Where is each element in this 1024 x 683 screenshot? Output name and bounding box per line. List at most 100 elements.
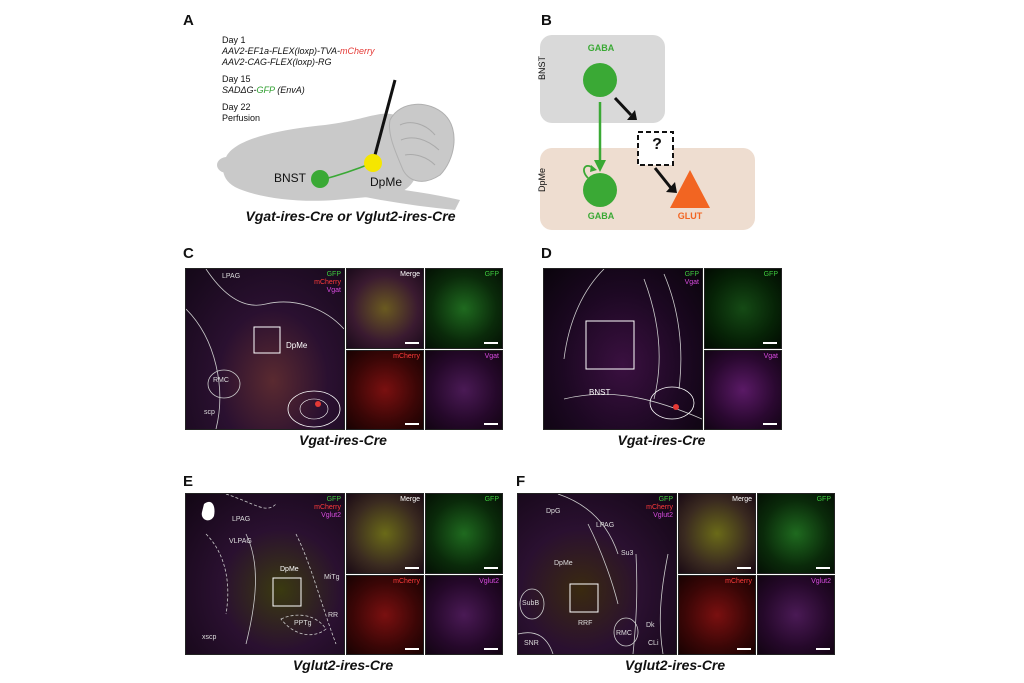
panel-f-main-image: GFP mCherry Vglut2 DpG LPAG Su3 DpMe RMC… [517, 493, 677, 655]
dpme-region-label: DpMe [537, 167, 547, 192]
f-channel-vglut: Vglut2 [653, 512, 673, 519]
day1-label: Day 1 [222, 35, 246, 45]
panel-f-caption: Vglut2-ires-Cre [624, 657, 726, 673]
gaba-label-bottom: GABA [587, 211, 615, 221]
panel-f-mcherry-inset: mCherry [678, 575, 756, 655]
panel-f-merge-inset: Merge [678, 493, 756, 574]
panel-e-merge-inset: Merge [346, 493, 424, 574]
bnst-gaba-neuron [583, 63, 617, 97]
scale-bar [405, 342, 419, 344]
scale-bar [405, 567, 419, 569]
c-channel-gfp: GFP [326, 271, 341, 278]
e-label-mitg: MiTg [324, 574, 340, 581]
panel-f-gfp-inset: GFP [757, 493, 835, 574]
panel-d-gfp-inset: GFP [704, 268, 782, 349]
panel-letter-a: A [183, 12, 194, 29]
panel-c-gfp-inset: GFP [425, 268, 503, 349]
panel-letter-d: D [541, 245, 552, 262]
c-label-dpme: DpMe [286, 341, 308, 350]
c-channel-vgat: Vgat [326, 287, 341, 294]
panel-d-main-image: GFP Vgat BNST [543, 268, 703, 430]
panel-d-caption: Vgat-ires-Cre [617, 432, 706, 448]
panel-f-roi-box [569, 583, 599, 613]
scale-bar [484, 423, 498, 425]
panel-c-main-image: LPAG GFP mCherry Vgat DpMe RMC scp [185, 268, 345, 430]
f-inset-vglut-label: Vglut2 [811, 578, 831, 585]
scale-bar [816, 648, 830, 650]
panel-letter-f: F [516, 473, 526, 490]
panel-d-roi-box [585, 320, 635, 370]
glut-label: GLUT [677, 211, 703, 221]
c-label-rmc: RMC [213, 377, 229, 384]
d-label-bnst: BNST [589, 388, 611, 397]
panel-c-caption: Vgat-ires-Cre [299, 432, 387, 448]
panel-e-gfp-inset: GFP [425, 493, 503, 574]
f-inset-mcherry-label: mCherry [725, 578, 752, 585]
e-inset-merge-label: Merge [400, 496, 420, 503]
f-label-rrf: RRF [578, 620, 593, 627]
c-inset-mcherry-label: mCherry [393, 353, 420, 360]
bnst-injection-site [311, 170, 329, 188]
d-channel-vgat: Vgat [684, 279, 699, 286]
panel-f-vglut-inset: Vglut2 [757, 575, 835, 655]
e-label-xscp: xscp [202, 634, 217, 641]
protocol-text: Day 1 AAV2-EF1a-FLEX(loxp)-TVA-mCherry A… [222, 35, 375, 124]
panel-letter-c: C [183, 245, 194, 262]
dpme-injection-site [364, 154, 382, 172]
f-label-dk: Dk [646, 622, 655, 629]
e-inset-vglut-label: Vglut2 [479, 578, 499, 585]
scale-bar [816, 567, 830, 569]
panel-e-mcherry-inset: mCherry [346, 575, 424, 655]
scale-bar [763, 423, 777, 425]
c-inset-gfp-label: GFP [484, 271, 499, 278]
panel-e-main-image: GFP mCherry Vglut2 LPAG VLPAG DpMe MiTg … [185, 493, 345, 655]
scale-bar [405, 423, 419, 425]
panel-d-vgat-inset: Vgat [704, 350, 782, 430]
virus2-label: AAV2-CAG-FLEX(loxp)-RG [222, 57, 332, 67]
e-label-pptg: PPTg [294, 620, 312, 627]
unknown-target-box [637, 131, 674, 166]
day15-label: Day 15 [222, 74, 251, 84]
brain-label-dpme: DpMe [370, 175, 403, 189]
panel-c-mcherry-inset: mCherry [346, 350, 424, 430]
c-inset-vgat-label: Vgat [484, 353, 499, 360]
gaba-label-top: GABA [587, 43, 615, 53]
scale-bar [737, 567, 751, 569]
c-channel-mcherry: mCherry [314, 279, 341, 286]
panel-c-vgat-inset: Vgat [425, 350, 503, 430]
e-label-rr: RR [328, 612, 339, 619]
e-label-dpme: DpMe [280, 566, 299, 573]
bnst-region-label: BNST [537, 55, 547, 80]
d-inset-gfp-label: GFP [763, 271, 778, 278]
e-inset-gfp-label: GFP [484, 496, 499, 503]
f-label-cli: CLi [648, 640, 659, 647]
e-inset-mcherry-label: mCherry [393, 578, 420, 585]
panel-e-caption: Vglut2-ires-Cre [292, 657, 394, 673]
e-label-lpag: LPAG [232, 516, 251, 523]
dpme-glut-neuron [670, 170, 710, 208]
panel-letter-b: B [541, 12, 552, 29]
scale-bar [484, 648, 498, 650]
f-inset-gfp-label: GFP [816, 496, 831, 503]
day22-label: Day 22 [222, 102, 251, 112]
scale-bar [737, 648, 751, 650]
injection-pipette [373, 79, 397, 156]
brain-cortex-shape [223, 113, 420, 201]
f-label-rmc: RMC [616, 630, 632, 637]
brain-sagittal-schematic [217, 79, 460, 210]
panel-e-roi-box [272, 577, 302, 607]
scale-bar [763, 342, 777, 344]
e-channel-vglut: Vglut2 [321, 512, 341, 519]
f-label-lpag: LPAG [596, 522, 615, 529]
scale-bar [484, 567, 498, 569]
e-channel-mcherry: mCherry [314, 504, 341, 511]
f-inset-merge-label: Merge [732, 496, 752, 503]
f-label-snr: SNR [524, 640, 539, 647]
circuit-diagram [540, 35, 755, 230]
c-label-lpag: LPAG [222, 273, 241, 280]
panel-a-caption: Vgat-ires-Cre or Vglut2-ires-Cre [245, 208, 456, 224]
panel-c-roi-box [253, 326, 281, 354]
scale-bar [484, 342, 498, 344]
scale-bar [405, 648, 419, 650]
panel-letter-e: E [183, 473, 194, 490]
